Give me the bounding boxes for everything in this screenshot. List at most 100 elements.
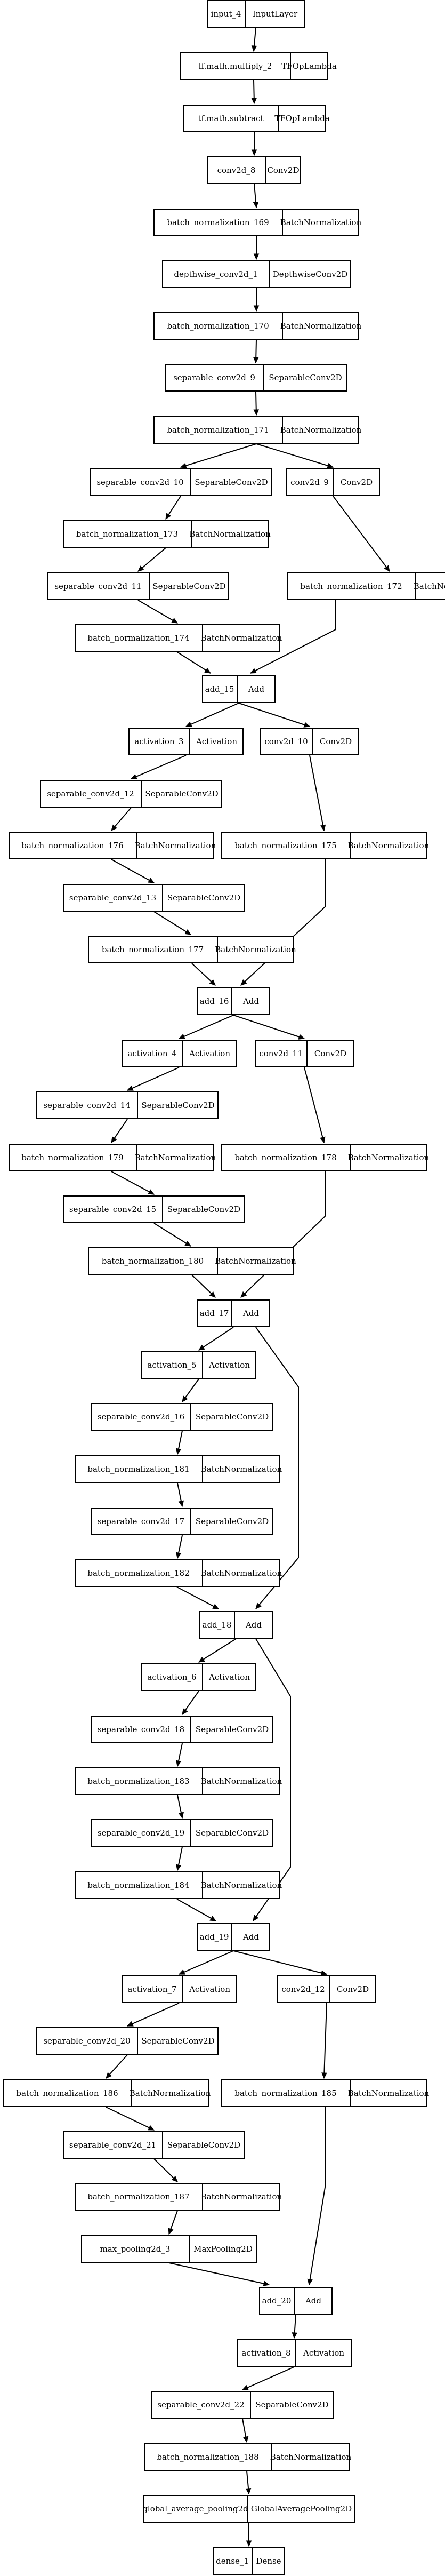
layer-node-box xyxy=(63,884,245,912)
edge-conv2d_10-to-bn_175-arrowhead xyxy=(320,824,326,832)
layer-type-label: SeparableConv2D xyxy=(167,2140,240,2150)
layer-name-label: activation_4 xyxy=(127,1049,176,1058)
layer-name-label: separable_conv2d_16 xyxy=(98,1412,184,1422)
edge-sep_13-to-bn_177 xyxy=(153,911,191,935)
edge-mul_2-to-sub-arrowhead xyxy=(251,98,257,105)
edge-add_16-to-conv2d_11-arrowhead xyxy=(298,1034,305,1040)
edge-act_7-to-sep_20-arrowhead xyxy=(126,2021,134,2027)
layer-name-label: batch_normalization_178 xyxy=(234,1153,336,1162)
layer-node-box xyxy=(36,1091,219,1119)
layer-name-label: separable_conv2d_21 xyxy=(69,2140,156,2150)
layer-node-box xyxy=(143,2495,355,2523)
layer-node-box xyxy=(207,0,305,28)
edge-pool_3-to-add_20-arrowhead xyxy=(263,2280,270,2286)
edge-sep_19-to-bn_184-arrowhead xyxy=(175,1864,182,1871)
edge-bn_182-to-add_18-arrowhead xyxy=(212,1604,220,1609)
layer-type-label: BatchNormalization xyxy=(201,1880,282,1890)
edge-bn_186-to-sep_21-arrowhead xyxy=(148,2125,155,2131)
edge-add_19-to-act_7-arrowhead xyxy=(178,1969,185,1975)
layer-node-box xyxy=(213,2547,285,2575)
edge-bn_171-to-sep_10-arrowhead xyxy=(180,462,187,468)
edge-sep_21-to-bn_187-arrowhead xyxy=(171,2175,178,2182)
layer-node-box xyxy=(180,52,328,80)
edge-add_20-to-act_8-arrowhead xyxy=(292,2332,297,2339)
layer-type-label: Activation xyxy=(208,1672,250,1682)
edge-sep_16-to-bn_181-arrowhead xyxy=(175,1448,182,1455)
edge-bn_186-to-sep_21 xyxy=(106,2107,155,2131)
layer-name-label: separable_conv2d_15 xyxy=(69,1205,156,1214)
edge-conv2d_11-to-bn_178-arrowhead xyxy=(320,1136,326,1144)
layer-name-label: separable_conv2d_14 xyxy=(43,1100,130,1110)
edge-bn_176-to-sep_13-arrowhead xyxy=(148,878,155,883)
layer-node-box xyxy=(75,1871,280,1899)
edge-sub-to-conv2d_8-arrowhead xyxy=(251,149,257,156)
layer-node-box xyxy=(202,675,276,703)
edge-add_18-to-add_19-arrowhead xyxy=(253,1915,259,1922)
layer-name-label: batch_normalization_176 xyxy=(21,841,123,850)
edge-sep_14-to-bn_179-arrowhead xyxy=(111,1136,117,1144)
layer-node-box xyxy=(165,364,347,392)
layer-node-box xyxy=(47,572,229,600)
layer-type-label: BatchNormalization xyxy=(135,1153,216,1162)
edge-conv2d_9-to-bn_172 xyxy=(333,496,390,572)
edge-conv2d_8-to-bn_169-arrowhead xyxy=(253,202,259,209)
layer-name-label: add_20 xyxy=(262,2296,292,2306)
layer-type-label: SeparableConv2D xyxy=(141,2036,214,2046)
layer-name-label: batch_normalization_184 xyxy=(87,1880,189,1890)
edge-add_17-to-act_5-arrowhead xyxy=(198,1344,205,1351)
edge-add_19-to-act_7 xyxy=(179,1950,234,1975)
layer-name-label: separable_conv2d_22 xyxy=(157,2400,244,2410)
layer-type-label: Conv2D xyxy=(314,1049,346,1058)
edge-bn_174-to-add_15-arrowhead xyxy=(204,667,212,674)
edge-bn_183-to-sep_19-arrowhead xyxy=(178,1812,184,1819)
layer-name-label: batch_normalization_182 xyxy=(87,1568,189,1578)
layer-type-label: Conv2D xyxy=(337,1984,369,1994)
edge-bn_171-to-conv2d_9 xyxy=(256,443,334,468)
layer-name-label: separable_conv2d_20 xyxy=(43,2036,130,2046)
edge-bn_181-to-sep_17-arrowhead xyxy=(178,1500,184,1508)
edge-conv2d_12-to-bn_185 xyxy=(323,2003,327,2079)
edge-bn_172-to-add_15 xyxy=(250,600,336,674)
layer-type-label: SeparableConv2D xyxy=(167,893,240,903)
layer-node-box xyxy=(91,1716,273,1743)
layer-name-label: batch_normalization_177 xyxy=(102,945,204,954)
edge-bn_185-to-add_20-arrowhead xyxy=(307,2278,313,2286)
layer-node-box xyxy=(287,572,445,600)
edge-add_16-to-conv2d_11 xyxy=(233,1015,305,1039)
layer-name-label: conv2d_9 xyxy=(290,477,329,487)
edge-act_5-to-sep_16-arrowhead xyxy=(182,1395,188,1402)
layer-name-label: add_17 xyxy=(200,1309,229,1318)
layer-node-box xyxy=(63,520,269,548)
edge-add_17-to-add_18-arrowhead xyxy=(255,1602,262,1609)
layer-name-label: batch_normalization_175 xyxy=(234,841,336,850)
edge-bn_187-to-pool_3-arrowhead xyxy=(168,2228,174,2235)
edge-act_6-to-sep_18-arrowhead xyxy=(182,1708,188,1715)
layer-name-label: batch_normalization_187 xyxy=(87,2192,189,2202)
layer-type-label: TFOpLambda xyxy=(281,61,337,71)
layer-type-label: BatchNormalization xyxy=(270,2452,352,2462)
layer-name-label: separable_conv2d_19 xyxy=(98,1828,184,1838)
layer-node-box xyxy=(75,624,280,652)
layer-type-label: BatchNormalization xyxy=(215,945,296,954)
layer-node-box xyxy=(63,2131,245,2159)
layer-type-label: SeparableConv2D xyxy=(269,373,342,382)
edge-act_4-to-sep_14-arrowhead xyxy=(126,1085,134,1091)
layer-name-label: batch_normalization_174 xyxy=(87,633,189,643)
layer-name-label: depthwise_conv2d_1 xyxy=(174,269,257,279)
layer-node-box xyxy=(40,780,222,808)
layer-type-label: Add xyxy=(305,2296,321,2306)
